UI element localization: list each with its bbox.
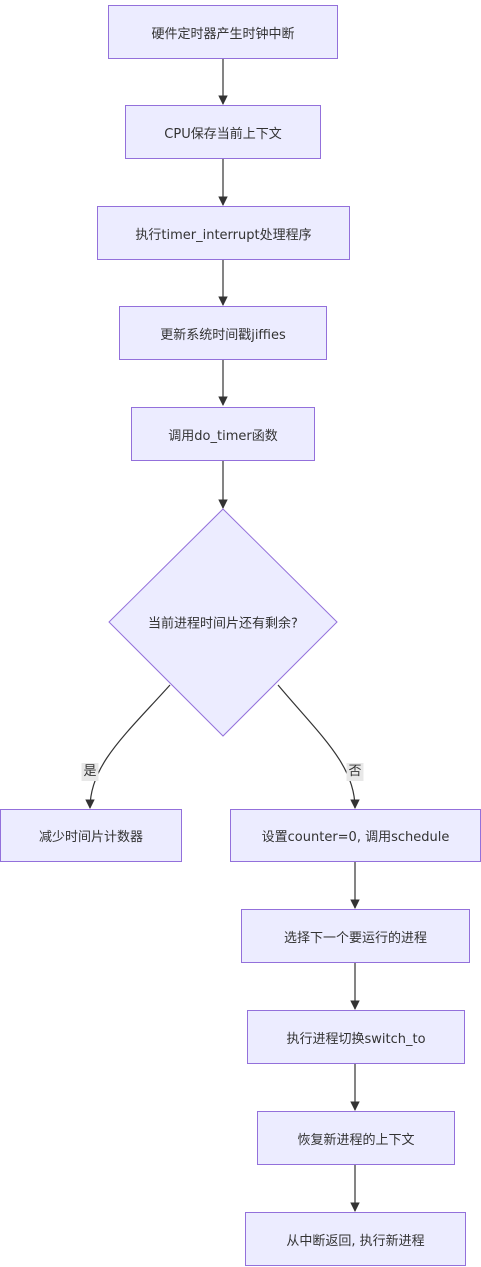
edge-decision-no: [277, 684, 360, 809]
node-call-do-timer: 调用do_timer函数: [131, 407, 315, 461]
node-run-timer-interrupt: 执行timer_interrupt处理程序: [97, 206, 350, 260]
edge-label-no: 否: [346, 763, 364, 781]
decision-diamond: [108, 508, 338, 737]
node-return-from-interrupt: 从中断返回, 执行新进程: [245, 1212, 466, 1266]
node-hardware-timer-interrupt: 硬件定时器产生时钟中断: [108, 5, 338, 59]
node-update-jiffies: 更新系统时间戳jiffies: [119, 306, 327, 360]
node-switch-to: 执行进程切换switch_to: [247, 1010, 465, 1064]
node-cpu-save-context: CPU保存当前上下文: [125, 105, 321, 159]
node-select-next-process: 选择下一个要运行的进程: [241, 909, 470, 963]
decision-label: 当前进程时间片还有剩余?: [148, 616, 298, 632]
node-restore-context: 恢复新进程的上下文: [257, 1111, 455, 1165]
node-set-counter-schedule: 设置counter=0, 调用schedule: [230, 809, 481, 862]
edge-decision-yes: [85, 684, 171, 809]
node-decrease-counter: 减少时间片计数器: [0, 809, 182, 862]
edge-label-yes: 是: [81, 763, 99, 781]
